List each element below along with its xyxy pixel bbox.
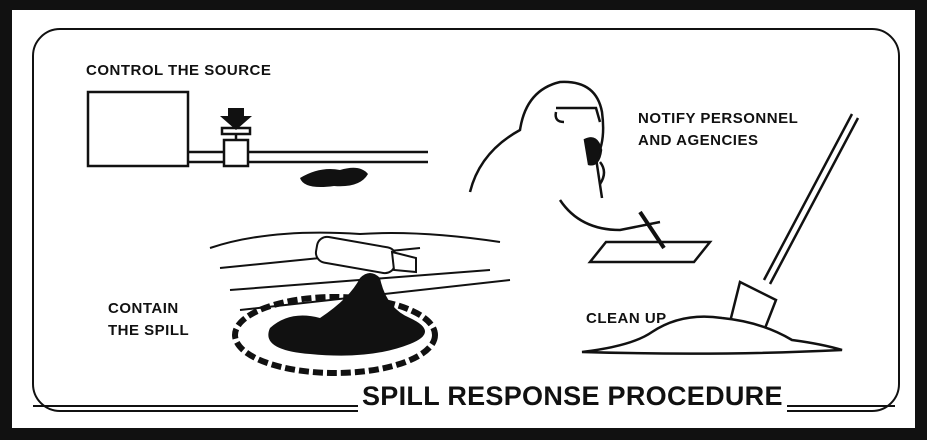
person-on-phone-illustration: [468, 80, 713, 264]
shovel-pile-illustration: [581, 113, 860, 355]
tanker-spill-illustration: [209, 231, 511, 376]
tank-pipe-valve-illustration: [86, 90, 428, 187]
poster-background: [12, 10, 915, 428]
label-control-the-source: CONTROL THE SOURCE: [86, 62, 272, 79]
label-notify-line2: AND AGENCIES: [638, 132, 759, 149]
label-notify-line1: NOTIFY PERSONNEL: [638, 110, 799, 127]
poster-title: SPILL RESPONSE PROCEDURE: [358, 381, 787, 412]
label-clean-up: CLEAN UP: [586, 310, 667, 327]
label-contain-line1: CONTAIN: [108, 300, 179, 317]
label-contain-line2: THE SPILL: [108, 322, 190, 339]
